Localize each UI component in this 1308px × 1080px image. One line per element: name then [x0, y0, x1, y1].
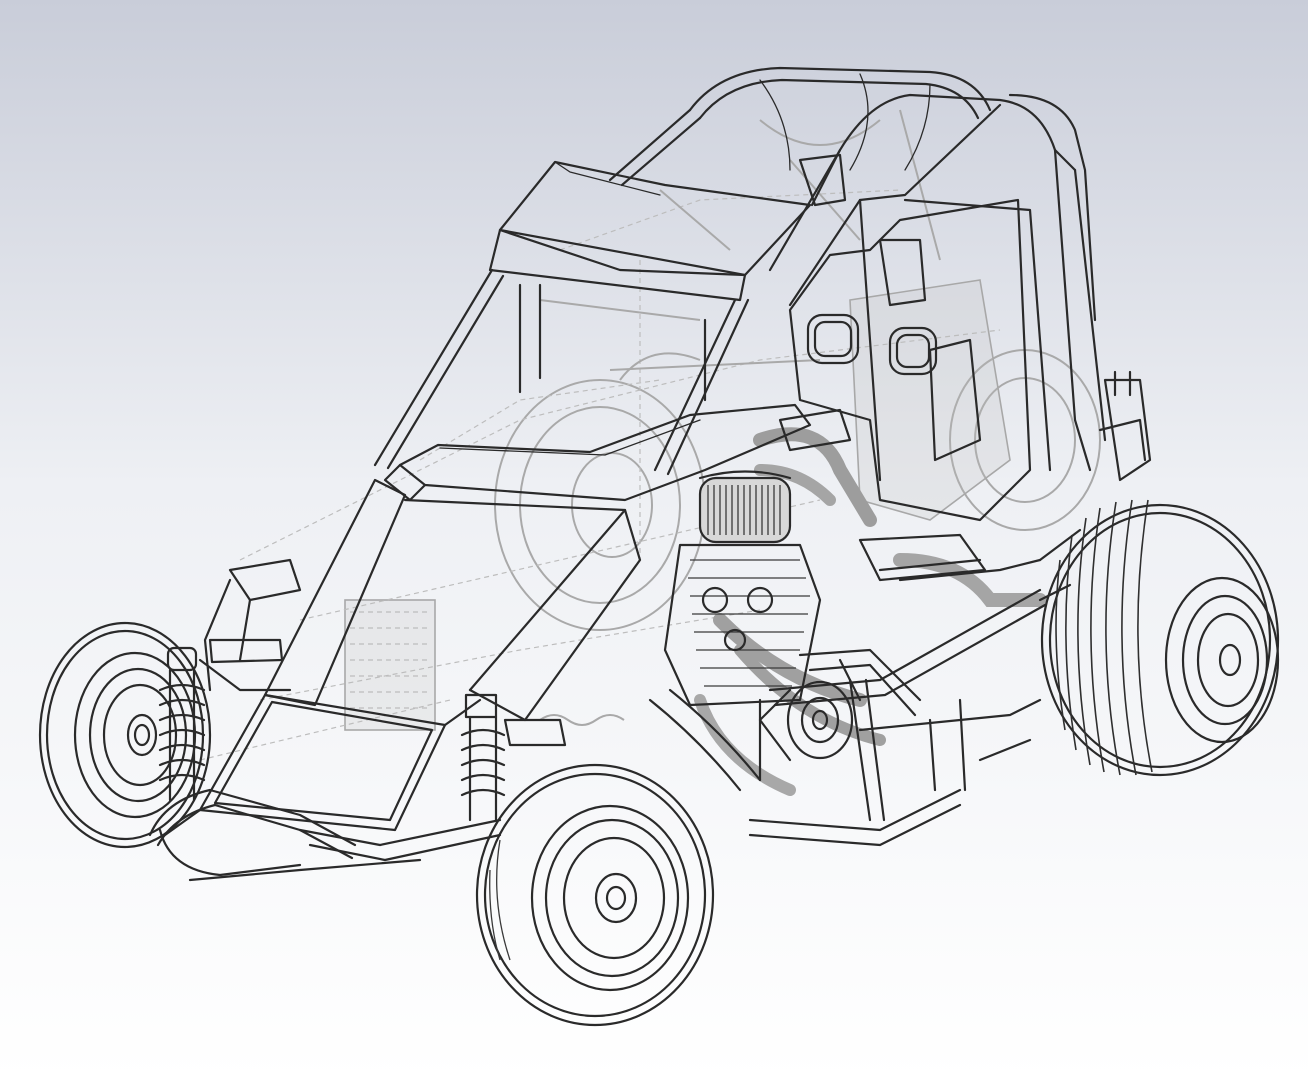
- engine: [648, 470, 922, 792]
- front-left-shock: [158, 638, 292, 802]
- front-right-shock: [460, 693, 567, 822]
- front-right-wheel: [475, 763, 715, 1027]
- hood: [163, 403, 812, 837]
- chassis-rails: [748, 533, 1047, 847]
- roll-cage: [373, 66, 1152, 522]
- front-bumper: [148, 558, 502, 882]
- rear-right-wheel: [1040, 499, 1280, 777]
- rear-axle: [778, 408, 1147, 762]
